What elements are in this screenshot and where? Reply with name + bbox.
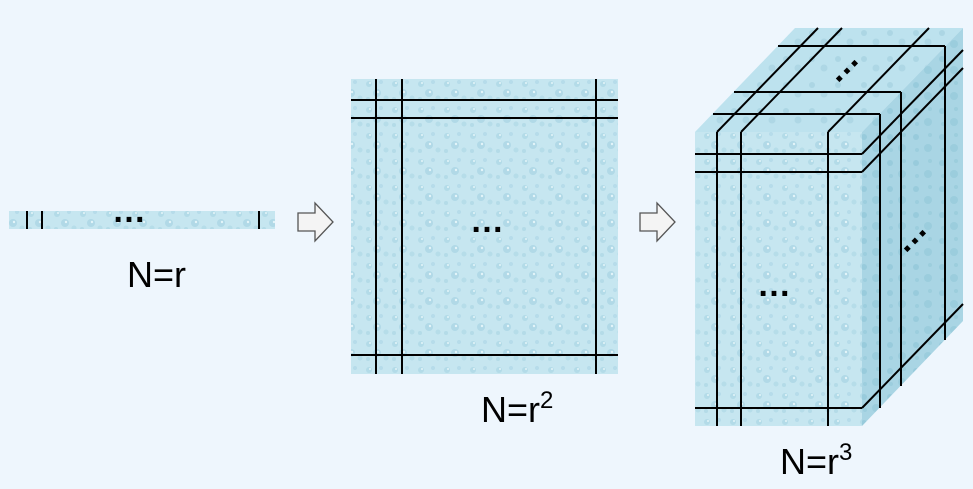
one-dim-ellipsis: … <box>112 192 146 230</box>
three-dim-front-ellipsis: … <box>757 266 791 304</box>
two-dim-ellipsis: … <box>470 202 504 240</box>
one-dim-strip <box>9 211 275 229</box>
two-dim-label-exponent: 2 <box>540 387 554 414</box>
two-dim-label-base: N=r <box>481 389 541 430</box>
three-dim-label: N=r3 <box>780 441 852 482</box>
two-dim-label: N=r2 <box>481 389 553 430</box>
three-dim-label-base: N=r <box>780 441 840 482</box>
three-dim-label-exponent: 3 <box>839 439 853 466</box>
right-arrow-icon <box>639 201 676 243</box>
one-dim-label-base: N=r <box>127 254 187 295</box>
one-dim-label: N=r <box>127 257 186 293</box>
three-dim-cube <box>695 27 964 426</box>
two-dim-square <box>351 79 618 374</box>
right-arrow-icon <box>297 201 334 243</box>
